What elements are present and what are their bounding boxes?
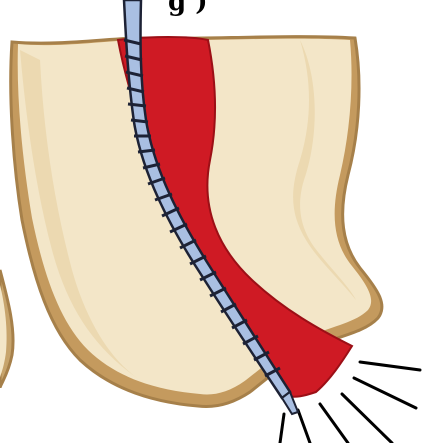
ray-4: [320, 404, 348, 443]
ray-5: [298, 410, 310, 443]
ray-3: [342, 394, 392, 443]
left-partial-tooth: [0, 270, 13, 388]
ray-1: [360, 362, 420, 370]
ray-6: [280, 414, 284, 443]
ray-2: [354, 378, 416, 408]
